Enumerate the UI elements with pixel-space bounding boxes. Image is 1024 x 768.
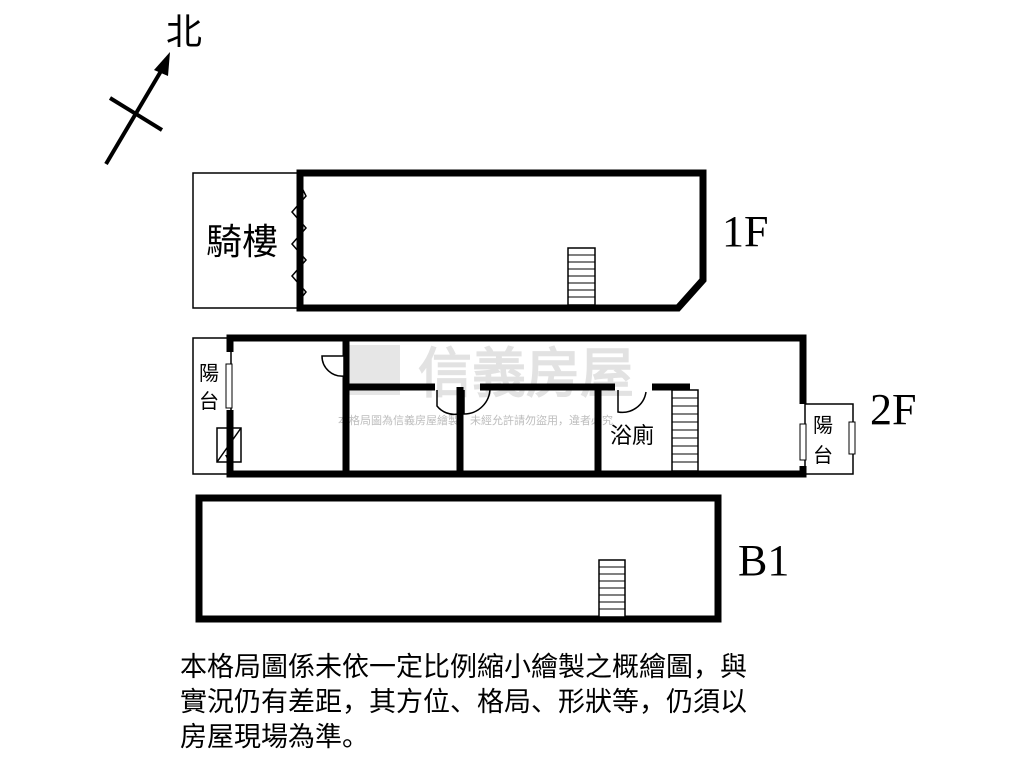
watermark-brand: 信義房屋: [418, 342, 634, 405]
balcony-right-label-top: 陽: [813, 413, 833, 437]
floor-1f-outline: [296, 169, 707, 312]
balcony-left-label-bottom: 台: [199, 389, 219, 413]
watermark-note: 本格局圖為信義房屋繪製，未經允許請勿盜用，違者必究: [338, 413, 613, 427]
window-right-outer: [848, 421, 856, 455]
floor-1f: 騎樓 1F: [192, 169, 768, 312]
compass: 北: [104, 12, 202, 166]
floor-1f-label: 1F: [722, 207, 768, 256]
balcony-left-label-top: 陽: [199, 361, 219, 385]
staircase-b1: [598, 559, 626, 618]
window-right-inner: [799, 423, 807, 461]
compass-north-label: 北: [166, 12, 202, 53]
door-2f-bathroom: [617, 390, 647, 414]
disclaimer-line-3: 房屋現場為準。: [180, 722, 369, 753]
door-2f-1: [321, 355, 345, 377]
disclaimer: 本格局圖係未依一定比例縮小繪製之概繪圖，與 實況仍有差距，其方位、格局、形狀等，…: [180, 650, 880, 755]
compass-arrow-icon: [154, 52, 170, 76]
bathroom-label: 浴廁: [610, 424, 654, 449]
door-2f-3: [463, 387, 491, 415]
floor-2f: 陽 台 陽台 浴廁 陽 台: [192, 334, 916, 478]
staircase-2f: [671, 389, 699, 472]
door-2f-2: [436, 390, 459, 416]
compass-crossbar: [108, 96, 164, 132]
balcony-right-label-bottom: 台: [813, 443, 833, 467]
window-left: [225, 363, 233, 409]
disclaimer-line-2: 實況仍有差距，其方位、格局、形狀等，仍須以: [180, 687, 747, 718]
disclaimer-line-1: 本格局圖係未依一定比例縮小繪製之概繪圖，與: [180, 652, 747, 683]
watermark-logo-icon: [345, 345, 400, 395]
floor-b1-outline: [195, 494, 722, 623]
floor-b1-label: B1: [738, 536, 789, 585]
floor-2f-label: 2F: [870, 385, 916, 434]
staircase-1f: [567, 247, 596, 306]
folding-door-1f: [291, 179, 307, 303]
arcade-label: 騎樓: [206, 222, 278, 263]
floor-2f-outline: [226, 334, 807, 478]
floor-b1: B1: [195, 494, 789, 623]
